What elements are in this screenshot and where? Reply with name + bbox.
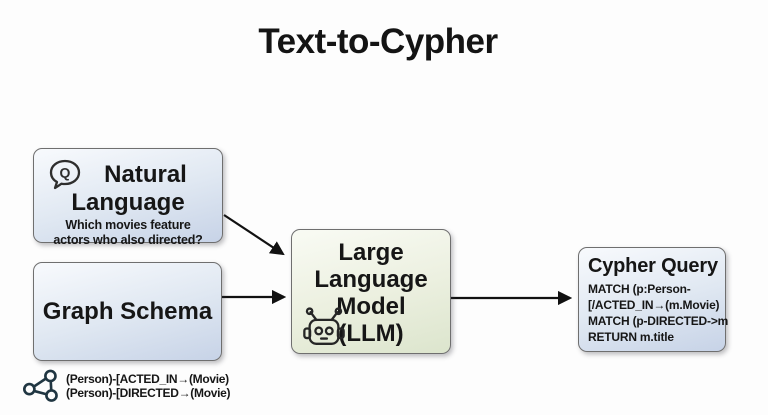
llm-node: Large Language Model (LLM) <box>291 229 451 354</box>
cypher-query-code: MATCH (p:Person- [/ACTED_IN→(m.Movie) MA… <box>588 281 729 345</box>
robot-icon <box>303 307 345 345</box>
page-title: Text-to-Cypher <box>258 22 498 61</box>
schema-annotation: (Person)-[ACTED_IN→(Movie) (Person)-[DIR… <box>22 368 231 404</box>
llm-heading-line4: (LLM) <box>338 320 404 347</box>
speech-bubble-q-icon: Q <box>49 159 81 190</box>
llm-heading-line1: Large <box>338 239 404 266</box>
natural-language-question-line2: actors who also directed? <box>53 233 203 247</box>
natural-language-heading-line2: Language <box>71 189 185 216</box>
graph-schema-node: Graph Schema <box>33 262 222 361</box>
schema-pattern-line2: (Person)-[DIRECTED→(Movie) <box>66 386 231 400</box>
schema-pattern-line1: (Person)-[ACTED_IN→(Movie) <box>66 371 229 386</box>
cypher-code-line2: [/ACTED_IN→(m.Movie) <box>588 298 720 312</box>
cypher-code-line3: MATCH (p-DIRECTED->m <box>588 314 729 328</box>
cypher-code-line1: MATCH (p:Person- <box>588 282 691 296</box>
llm-heading-line3: Model <box>336 293 406 320</box>
cypher-query-node: Cypher Query MATCH (p:Person- [/ACTED_IN… <box>578 247 729 352</box>
cypher-code-line4: RETURN m.title <box>588 330 674 344</box>
natural-language-node: Q Natural Language Which movies feature … <box>33 148 223 247</box>
bubble-letter: Q <box>60 165 71 181</box>
llm-heading-line2: Language <box>314 266 428 293</box>
graph-schema-heading: Graph Schema <box>42 297 213 325</box>
graph-nodes-icon <box>22 369 58 402</box>
arrow-natural-language-to-llm <box>223 214 285 256</box>
cypher-query-heading: Cypher Query <box>588 255 718 277</box>
natural-language-question-line1: Which movies feature <box>65 218 191 232</box>
natural-language-heading-line1: Natural <box>104 161 187 188</box>
